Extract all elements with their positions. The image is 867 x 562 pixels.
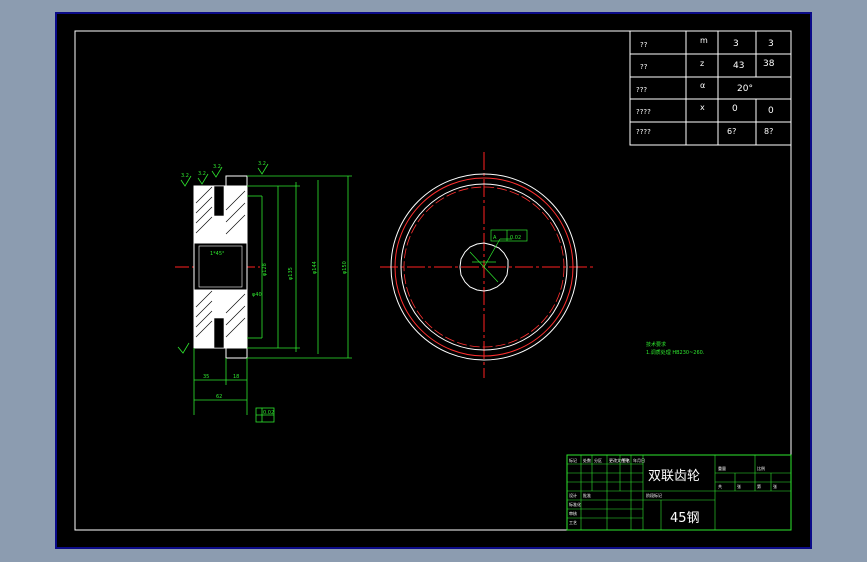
- spline-bore: [459, 242, 509, 292]
- param-row-2-name: ??: [640, 63, 648, 71]
- param-row-5-v2: 8?: [764, 127, 773, 136]
- dim-total-width: 62: [216, 394, 222, 400]
- param-row-5-v1: 6?: [727, 127, 736, 136]
- title-block-cell: 设计: [569, 492, 577, 498]
- title-block-cell: 重量: [718, 465, 726, 471]
- param-row-4-v2: 0: [768, 106, 774, 116]
- param-row-2-v1: 43: [733, 61, 744, 71]
- drawing-frame: [74, 30, 792, 531]
- dim-width-35: 35: [203, 374, 209, 380]
- title-block-cell: 标记: [569, 457, 577, 463]
- material-label: 45钢: [670, 511, 700, 526]
- pitch-circle: [394, 177, 574, 357]
- title-block: 双联齿轮 45钢 标记处数分区 更改文件号签名年月日设计标准化审核工艺 批准 阶段标记…: [566, 454, 792, 531]
- title-block-cell: 工艺: [569, 520, 577, 525]
- title-block-cell: 共: [718, 483, 722, 489]
- param-row-1-v2: 3: [768, 39, 774, 49]
- roughness-label-1: 3.2: [181, 173, 189, 179]
- gear-parameter-table: ?? m 3 3 ?? z 43 38 ??? α 20° ???? x 0 0…: [629, 30, 792, 146]
- title-block-cell: 审核: [569, 510, 577, 516]
- tolerance-value: 0.02: [263, 410, 274, 416]
- dim-phi-150: φ150: [342, 261, 348, 274]
- dim-phi-144: φ144: [312, 261, 318, 274]
- param-row-4-name: ????: [636, 108, 651, 116]
- param-row-1-name: ??: [640, 41, 648, 49]
- title-block-cell: 签名: [622, 457, 630, 463]
- title-block-cell: 第: [757, 483, 761, 489]
- param-row-3-v1: 20°: [737, 84, 753, 94]
- front-view: A 0.02: [380, 152, 594, 378]
- roughness-label-4: 3.2: [258, 161, 266, 167]
- title-block-cell: 处数: [583, 457, 591, 463]
- tech-req-title: 技术要求: [646, 341, 666, 348]
- param-row-1-symbol: m: [700, 36, 708, 45]
- param-row-3-symbol: α: [700, 81, 705, 90]
- dim-width-18: 18: [233, 374, 239, 380]
- title-block-cell: 阶段标记: [646, 492, 662, 498]
- title-block-cell: 更改文件号: [609, 457, 629, 463]
- dim-phi-128: φ128: [262, 263, 268, 276]
- title-block-cell: 标准化: [569, 501, 581, 507]
- title-block-cell: 年月日: [633, 457, 645, 463]
- roughness-label-2: 3.2: [198, 171, 206, 177]
- param-row-4-symbol: x: [700, 103, 705, 112]
- title-block-small-cells: 标记处数分区 更改文件号签名年月日设计标准化审核工艺 批准 阶段标记 重量 比例共 张 第 张: [569, 457, 777, 525]
- tech-req-body: 1.调质处理 HB230~260.: [646, 349, 705, 356]
- param-row-3-name: ???: [636, 86, 647, 94]
- param-row-2-symbol: z: [700, 59, 704, 68]
- section-view: 3.2 3.2 3.2 3.2 1*45° φ128 φ135 φ144 φ15…: [175, 161, 352, 423]
- title-block-cell: 批准: [583, 492, 591, 498]
- dim-bore: φ40: [252, 292, 262, 298]
- title-block-cell: 张: [773, 483, 777, 489]
- param-row-1-v1: 3: [733, 39, 739, 49]
- param-row-4-v1: 0: [732, 104, 738, 114]
- roughness-label-3: 3.2: [213, 164, 221, 170]
- param-row-2-v2: 38: [763, 59, 775, 69]
- title-block-cell: 比例: [757, 465, 765, 471]
- keyway-label: 1*45°: [210, 251, 225, 257]
- root-circle: [400, 183, 568, 351]
- param-row-5-name: ????: [636, 128, 651, 136]
- front-callout-2: 0.02: [510, 235, 521, 241]
- dim-phi-135: φ135: [288, 267, 294, 280]
- title-block-cell: 分区: [594, 457, 602, 463]
- inner-dashed-circle: [403, 186, 565, 348]
- outer-circle: [390, 173, 578, 361]
- title-block-cell: 张: [737, 483, 741, 489]
- front-callout-1: A: [493, 235, 497, 241]
- part-name: 双联齿轮: [648, 469, 700, 484]
